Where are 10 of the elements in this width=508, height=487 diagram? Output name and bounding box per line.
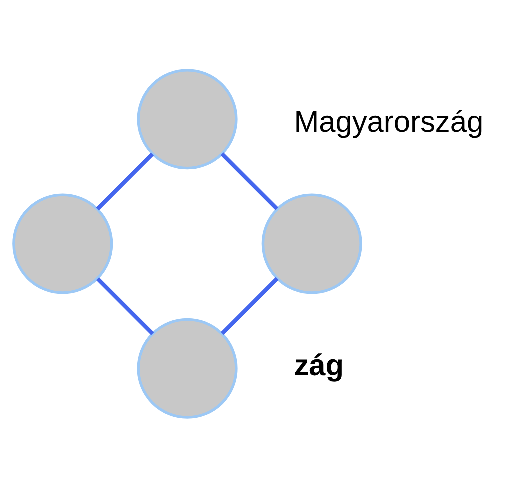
node-circle (137, 318, 238, 418)
connector (96, 277, 154, 335)
connector (96, 152, 154, 210)
node-circle (262, 193, 362, 294)
node-circle (137, 68, 238, 170)
connector (221, 276, 279, 335)
node-circle (12, 193, 114, 294)
connector (220, 152, 279, 210)
label: Magyarország (294, 105, 484, 138)
label: zág (294, 348, 344, 382)
